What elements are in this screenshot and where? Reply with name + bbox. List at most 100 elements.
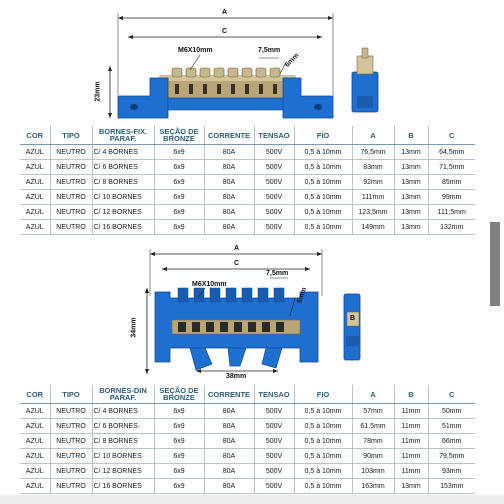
cell-bornes: C/ 6 BORNES [91,418,154,434]
col-header-cor: COR [20,126,50,145]
cell-tensao: 500V [253,478,294,494]
side-scroll-indicator [490,222,500,306]
cell-cor: AZUL [20,189,50,205]
screw-size-label-2: M6X10mm [192,281,227,288]
cell-tensao: 500V [253,174,294,190]
col-header-tensao: TENSAO [253,385,294,404]
cell-c: 71,5mm [427,159,475,175]
cell-cor: AZUL [20,144,50,160]
cell-b: 11mm [393,418,428,434]
cell-corrente: 80A [203,144,254,160]
col-header-fio: FIO [293,385,352,404]
cell-a: 111mm [351,189,394,205]
cell-tipo: NEUTRO [49,433,92,449]
cell-fio: 0,5 à 10mm [293,463,352,479]
cell-a: 103mm [351,463,394,479]
cell-b: 11mm [393,448,428,464]
cell-fio: 0,5 à 10mm [293,159,352,175]
dim-c-label: C [222,28,228,35]
col-header-fio: FIO [293,126,352,145]
cell-a: 149mm [351,219,394,235]
dim-a-label: A [222,9,228,16]
cell-a: 83mm [351,159,394,175]
cell-c: 132mm [427,219,475,235]
screw-size-label: M6X10mm [178,47,213,54]
cell-tipo: NEUTRO [49,463,92,479]
cell-corrente: 80A [203,189,254,205]
cell-corrente: 80A [203,174,254,190]
col-header-secao: SEÇÃO DE BRONZE [153,126,204,145]
cell-corrente: 80A [203,204,254,220]
cell-cor: AZUL [20,478,50,494]
cell-tipo: NEUTRO [49,403,92,419]
cell-fio: 0,5 à 10mm [293,433,352,449]
cell-tipo: NEUTRO [49,418,92,434]
cell-bornes: C/ 8 BORNES [91,174,154,190]
rail-width-label: 38mm [226,373,247,380]
bottom-edge [0,495,504,504]
cell-fio: 0,5 à 10mm [293,418,352,434]
cell-b: 11mm [393,463,428,479]
cell-a: 123,5mm [351,204,394,220]
col-header-a: A [351,385,394,404]
cell-secao: 6x9 [153,448,204,464]
cell-b: 11mm [393,403,428,419]
cell-tipo: NEUTRO [49,144,92,160]
col-header-cor: COR [20,385,50,404]
cell-secao: 6x9 [153,159,204,175]
cell-b: 13mm [393,159,428,175]
cell-tipo: NEUTRO [49,189,92,205]
cell-bornes: C/ 12 BORNES [91,463,154,479]
cell-corrente: 80A [203,478,254,494]
cell-cor: AZUL [20,463,50,479]
cell-cor: AZUL [20,403,50,419]
cell-c: 51mm [427,418,475,434]
cell-secao: 6x9 [153,463,204,479]
table-header-row: COR TIPO BORNES-DIN PARAF. SEÇÃO DE BRON… [20,385,475,404]
cell-tensao: 500V [253,189,294,205]
cell-b: 11mm [393,433,428,449]
cell-tensao: 500V [253,418,294,434]
col-header-tensao: TENSAO [253,126,294,145]
cell-corrente: 80A [203,403,254,419]
cell-a: 92mm [351,174,394,190]
pitch-label-2: 7,5mm [266,270,289,277]
cell-cor: AZUL [20,418,50,434]
spec-table-1: COR TIPO BORNES-FIX. PARAF. SEÇÃO DE BRO… [20,126,475,235]
cell-tensao: 500V [253,433,294,449]
cell-a: 61,5mm [351,418,394,434]
cell-bornes: C/ 4 BORNES [91,144,154,160]
cell-fio: 0,5 à 10mm [293,204,352,220]
cell-c: 50mm [427,403,475,419]
side-view-b-label: B [350,315,356,322]
cell-c: 153mm [427,478,475,494]
cell-fio: 0,5 à 10mm [293,478,352,494]
cell-secao: 6x9 [153,144,204,160]
cell-a: 90mm [351,448,394,464]
spec-table-2: COR TIPO BORNES-DIN PARAF. SEÇÃO DE BRON… [20,385,475,494]
cell-corrente: 80A [203,448,254,464]
cell-bornes: C/ 6 BORNES [91,159,154,175]
col-header-a: A [351,126,394,145]
cell-c: 99mm [427,189,475,205]
col-header-c: C [427,126,475,145]
col-header-tipo: TIPO [49,126,92,145]
cell-c: 64,5mm [427,144,475,160]
cell-tipo: NEUTRO [49,204,92,220]
product-diagram-1 [108,13,379,119]
cell-a: 163mm [351,478,394,494]
cell-fio: 0,5 à 10mm [293,144,352,160]
cell-cor: AZUL [20,219,50,235]
col-header-bornes: BORNES-FIX. PARAF. [91,126,154,145]
cell-b: 13mm [393,478,428,494]
cell-c: 85mm [427,174,475,190]
cell-c: 66mm [427,433,475,449]
cell-fio: 0,5 à 10mm [293,448,352,464]
cell-tipo: NEUTRO [49,159,92,175]
